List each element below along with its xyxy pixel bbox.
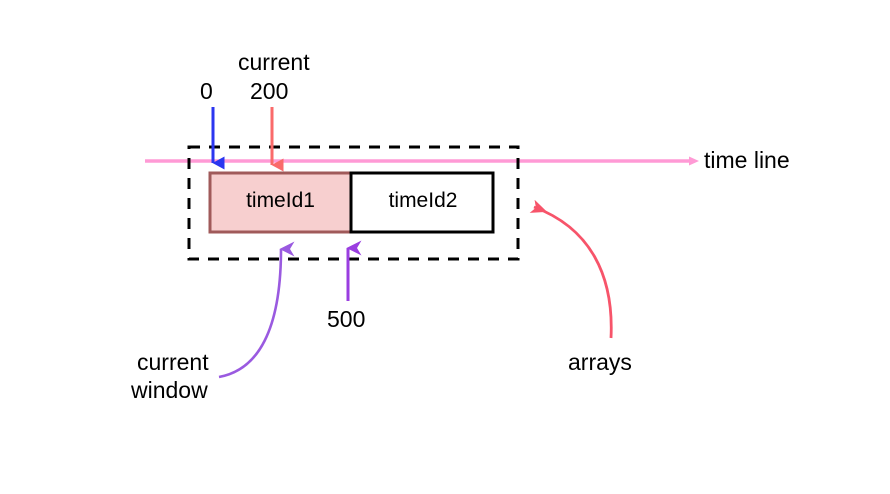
annotation-arrays-label: arrays <box>568 349 632 375</box>
timeid1-label: timeId1 <box>246 189 315 212</box>
annotation-current-window-label-line2: window <box>131 377 208 403</box>
marker-200-label: 200 <box>250 78 289 104</box>
annotation-500-label: 500 <box>327 306 366 332</box>
annotation-current-window-label-line1: current <box>137 349 209 375</box>
annotation-current-window-arrow <box>218 241 295 379</box>
time-line-label: time line <box>704 147 790 173</box>
timeid2-label: timeId2 <box>388 189 458 212</box>
marker-0-label: 0 <box>200 78 213 104</box>
arrays-dashed-container <box>187 145 520 261</box>
annotation-arrays-arrow <box>529 199 613 339</box>
marker-current-sublabel: current <box>238 49 310 75</box>
timeid2-box[interactable] <box>349 171 495 234</box>
timeid1-box[interactable] <box>208 171 353 234</box>
